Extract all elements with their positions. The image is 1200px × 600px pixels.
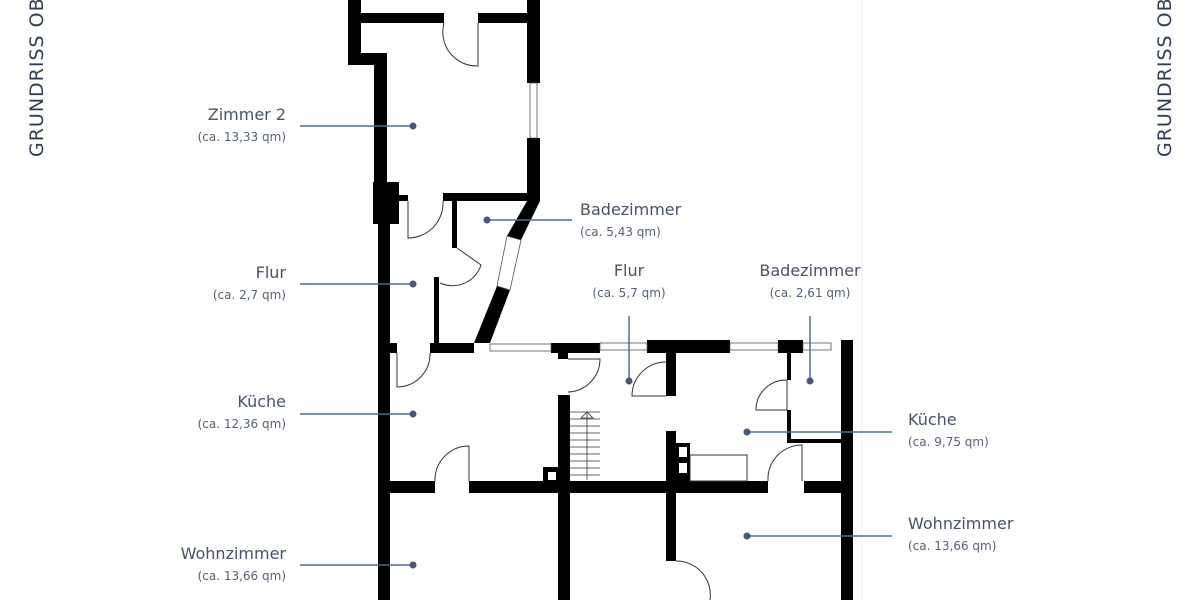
door (407, 200, 444, 239)
room-label-badezimmer-2: Badezimmer (ca. 2,61 qm) (759, 261, 860, 300)
room-name: Flur (255, 263, 286, 282)
room-name: Küche (908, 410, 957, 429)
leader-lines (300, 122, 892, 569)
wall-openings (548, 447, 687, 480)
room-name: Flur (613, 261, 645, 280)
room-area: (ca. 2,7 qm) (212, 288, 286, 302)
door (434, 445, 470, 482)
room-label-wohnzimmer-2: Wohnzimmer (ca. 13,66 qm) (908, 514, 1013, 553)
walls (348, 0, 853, 600)
kitchen-counter (689, 454, 748, 482)
door (755, 379, 788, 411)
room-label-badezimmer: Badezimmer (ca. 5,43 qm) (580, 200, 681, 239)
window (729, 342, 779, 351)
window (529, 82, 538, 139)
window (802, 342, 832, 351)
doors (396, 22, 803, 600)
room-area: (ca. 13,66 qm) (908, 539, 997, 553)
room-name: Wohnzimmer (908, 514, 1014, 533)
room-area: (ca. 13,66 qm) (197, 569, 286, 583)
window (599, 342, 648, 351)
room-name: Badezimmer (759, 261, 861, 280)
door (567, 358, 601, 393)
door (396, 352, 431, 388)
window (496, 235, 522, 291)
room-name: Badezimmer (580, 200, 682, 219)
room-area: (ca. 2,61 qm) (769, 286, 851, 300)
door (675, 560, 711, 600)
room-label-flur: Flur (ca. 2,7 qm) (213, 263, 286, 302)
window (489, 343, 552, 352)
door (631, 361, 667, 397)
room-label-wohnzimmer: Wohnzimmer (ca. 13,66 qm) (181, 544, 286, 583)
room-label-kueche: Küche (ca. 12,36 qm) (198, 392, 286, 431)
door (767, 444, 803, 482)
room-area: (ca. 5,7 qm) (592, 286, 666, 300)
room-area: (ca. 5,43 qm) (580, 225, 661, 239)
room-name: Zimmer 2 (207, 105, 286, 124)
room-name: Küche (237, 392, 286, 411)
room-name: Wohnzimmer (180, 544, 286, 563)
staircase (570, 411, 600, 480)
windows (489, 82, 832, 352)
room-label-zimmer-2: Zimmer 2 (ca. 13,33 qm) (198, 105, 286, 144)
room-label-flur-2: Flur (ca. 5,7 qm) (592, 261, 665, 300)
room-area: (ca. 9,75 qm) (908, 435, 989, 449)
room-label-kueche-2: Küche (ca. 9,75 qm) (908, 410, 989, 449)
door (439, 247, 482, 287)
room-area: (ca. 12,36 qm) (197, 417, 286, 431)
door (442, 22, 479, 67)
room-area: (ca. 13,33 qm) (197, 130, 286, 144)
